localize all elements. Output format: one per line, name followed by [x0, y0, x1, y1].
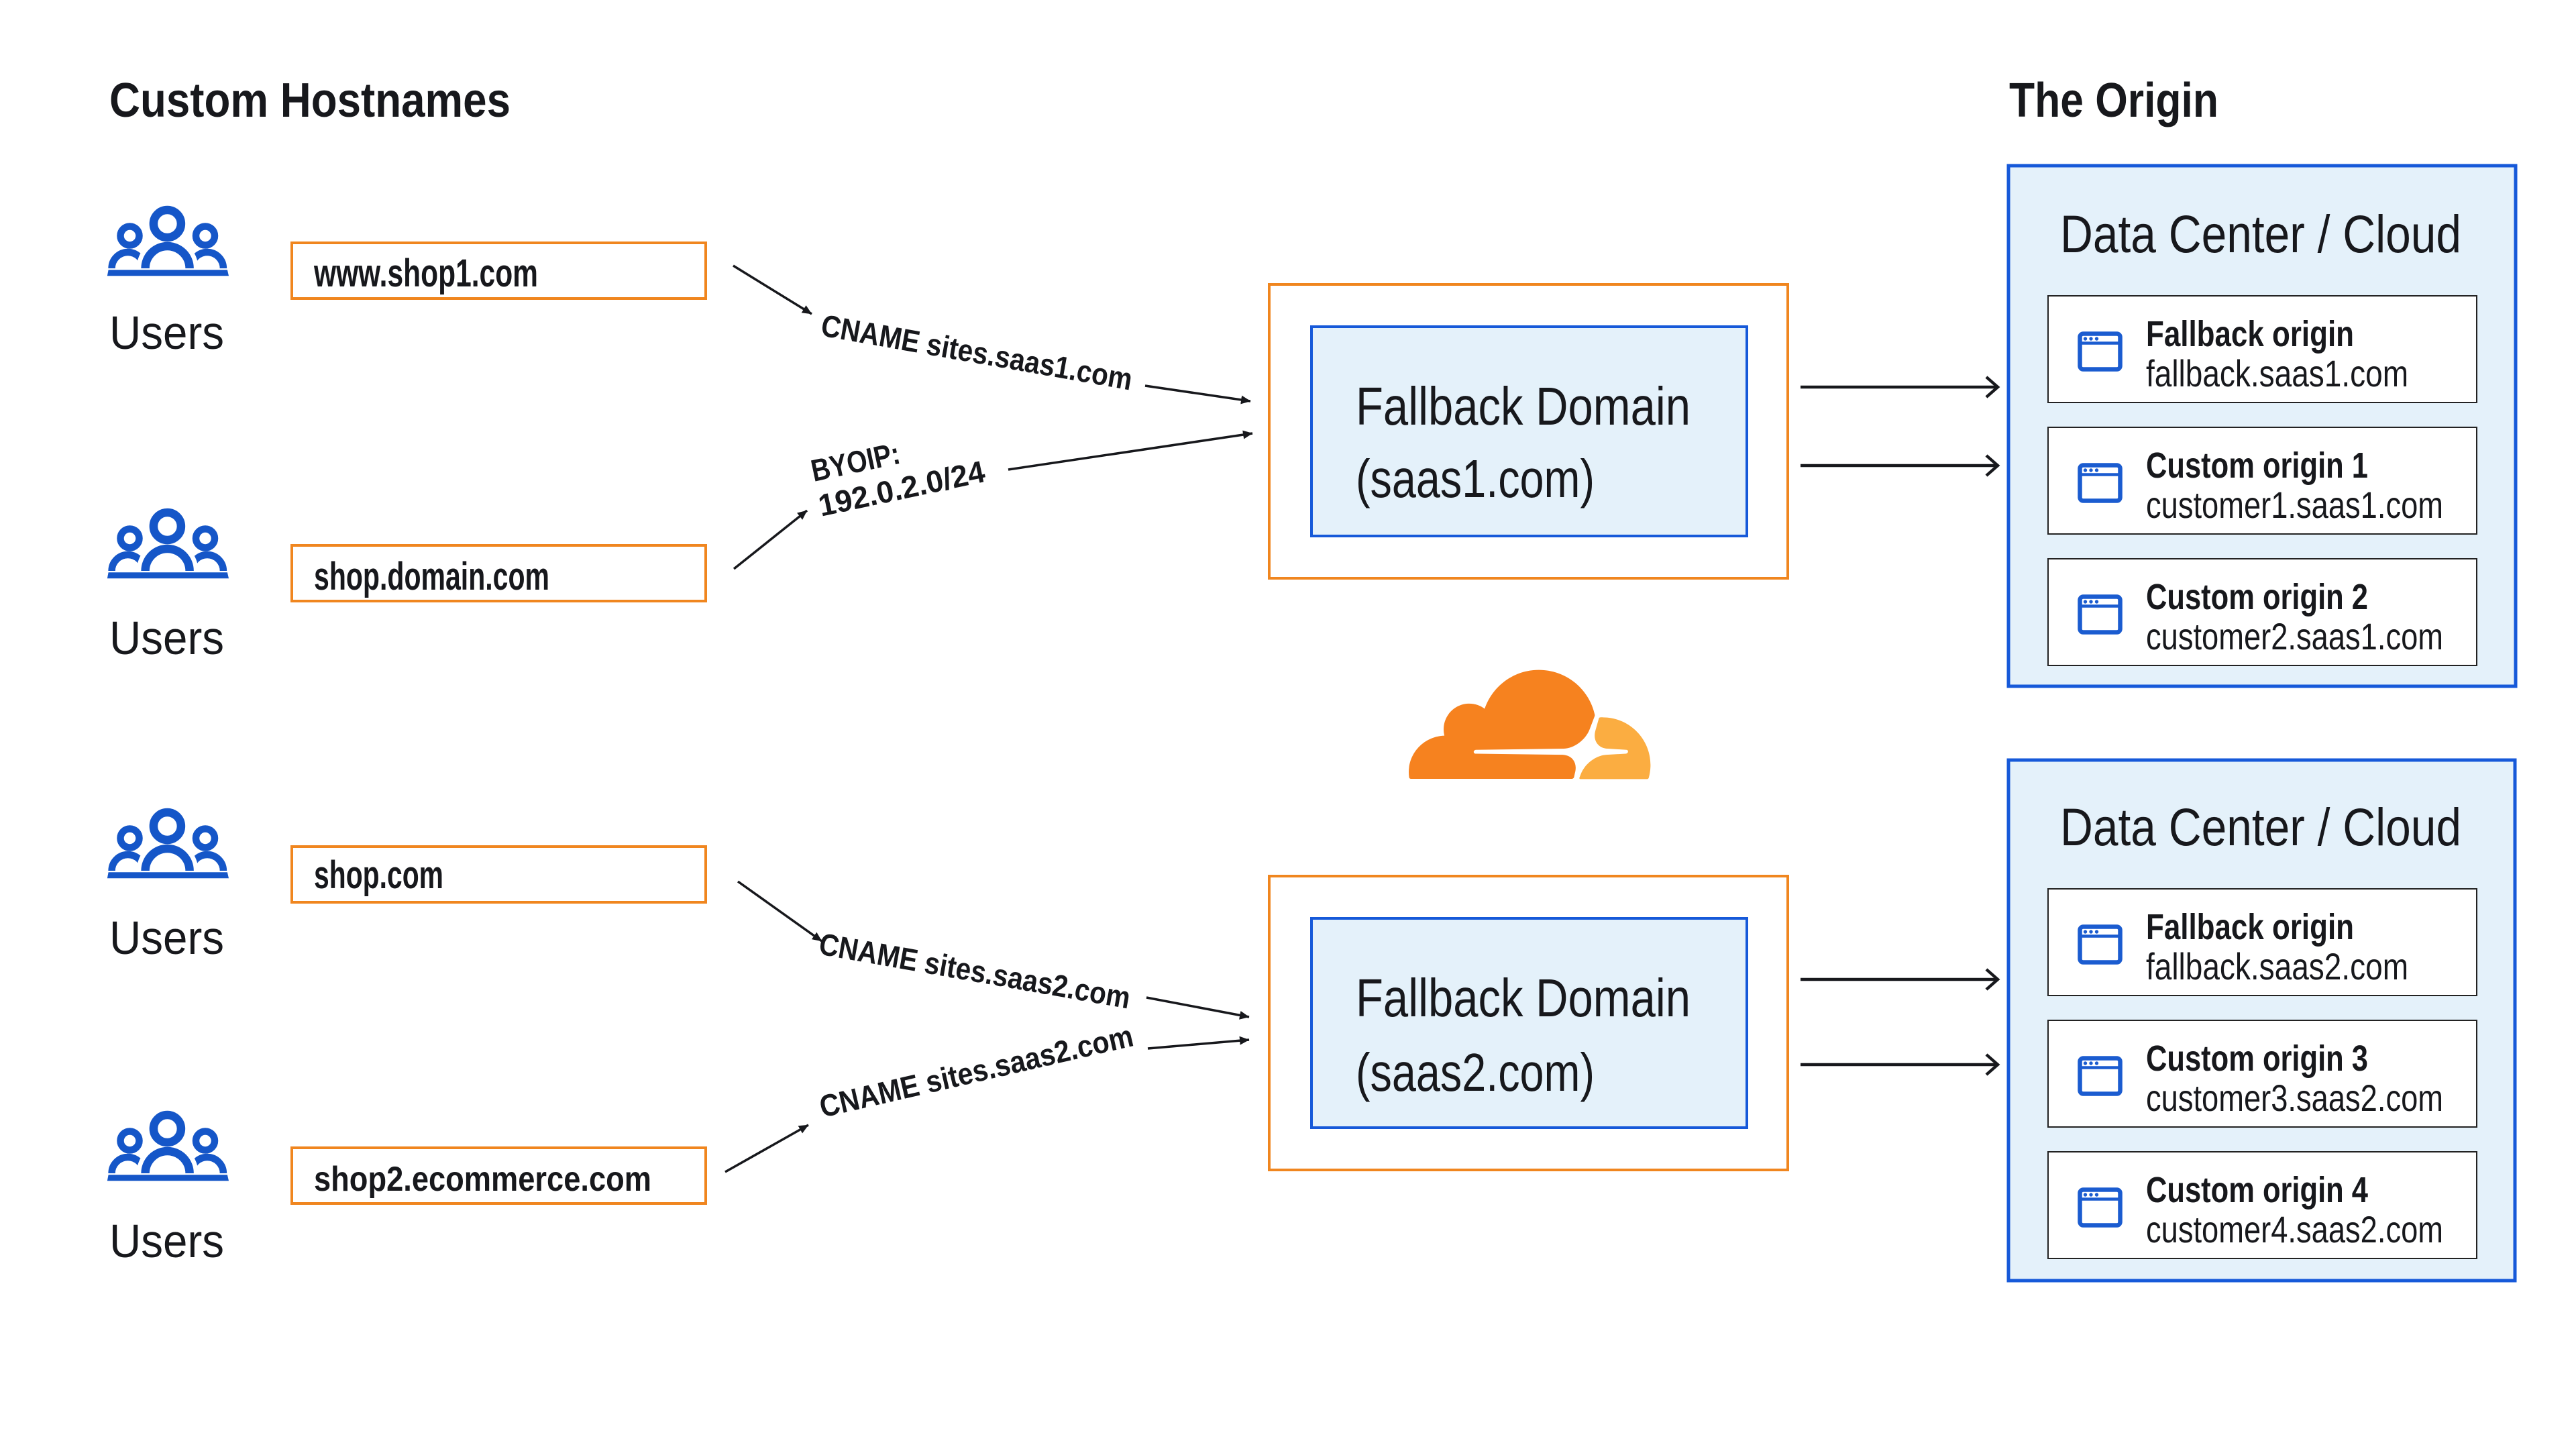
svg-text:Custom origin 2: Custom origin 2: [2146, 577, 2368, 617]
svg-text:customer1.saas1.com: customer1.saas1.com: [2146, 484, 2443, 526]
svg-text:www.shop1.com: www.shop1.com: [313, 252, 538, 295]
svg-text:Fallback origin: Fallback origin: [2146, 314, 2354, 354]
svg-text:Users: Users: [109, 912, 224, 964]
svg-text:Users: Users: [109, 1215, 224, 1267]
svg-text:Users: Users: [109, 307, 224, 359]
svg-text:shop2.ecommerce.com: shop2.ecommerce.com: [314, 1160, 651, 1199]
svg-text:The Origin: The Origin: [2009, 74, 2218, 127]
svg-text:(saas2.com): (saas2.com): [1356, 1042, 1595, 1102]
svg-text:Data Center / Cloud: Data Center / Cloud: [2060, 797, 2461, 857]
svg-text:CNAME sites.saas2.com: CNAME sites.saas2.com: [816, 1018, 1136, 1124]
svg-text:(saas1.com): (saas1.com): [1356, 449, 1595, 508]
svg-text:customer2.saas1.com: customer2.saas1.com: [2146, 615, 2443, 657]
svg-text:customer4.saas2.com: customer4.saas2.com: [2146, 1208, 2443, 1250]
svg-text:Users: Users: [109, 612, 224, 664]
svg-text:Custom Hostnames: Custom Hostnames: [109, 74, 511, 127]
svg-text:customer3.saas2.com: customer3.saas2.com: [2146, 1077, 2443, 1119]
svg-text:shop.domain.com: shop.domain.com: [314, 555, 549, 598]
svg-text:fallback.saas1.com: fallback.saas1.com: [2146, 352, 2408, 394]
svg-text:Fallback Domain: Fallback Domain: [1356, 968, 1690, 1028]
svg-text:CNAME sites.saas1.com: CNAME sites.saas1.com: [818, 308, 1135, 397]
svg-text:fallback.saas2.com: fallback.saas2.com: [2146, 945, 2408, 987]
svg-text:Fallback Domain: Fallback Domain: [1356, 376, 1690, 436]
svg-text:CNAME sites.saas2.com: CNAME sites.saas2.com: [816, 926, 1133, 1016]
svg-text:Custom origin 3: Custom origin 3: [2146, 1038, 2368, 1079]
svg-text:shop.com: shop.com: [314, 853, 443, 897]
svg-text:Custom origin 1: Custom origin 1: [2146, 445, 2368, 486]
svg-text:Fallback origin: Fallback origin: [2146, 907, 2354, 947]
svg-text:Data Center / Cloud: Data Center / Cloud: [2060, 204, 2461, 264]
svg-text:Custom origin 4: Custom origin 4: [2146, 1170, 2368, 1210]
